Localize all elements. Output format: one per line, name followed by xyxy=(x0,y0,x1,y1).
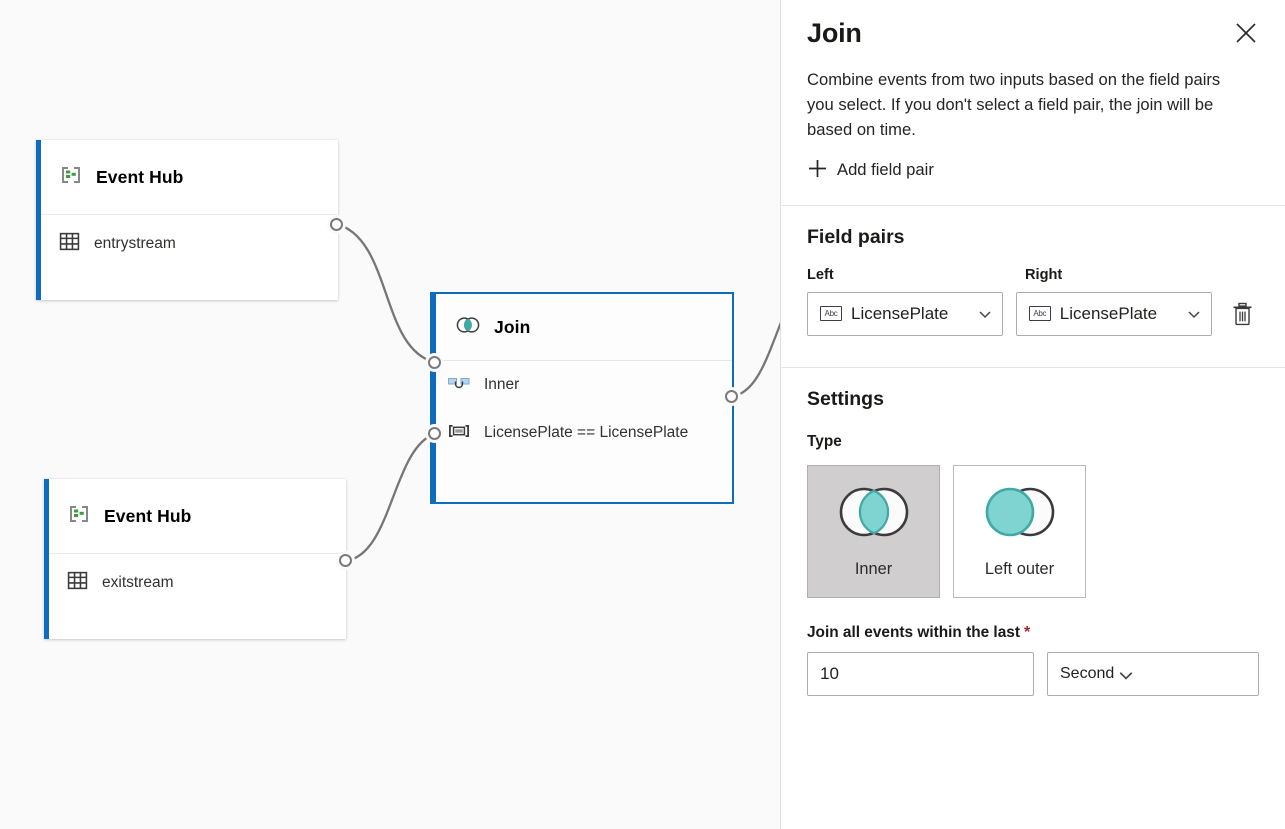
add-field-pair-label: Add field pair xyxy=(837,159,934,179)
duration-label: Join all events within the last xyxy=(807,623,1020,641)
node-row-label: exitstream xyxy=(102,574,174,591)
join-type-option-left-outer[interactable]: Left outer xyxy=(953,464,1086,598)
join-venn-icon xyxy=(455,314,481,341)
settings-title: Settings xyxy=(807,387,884,410)
port-output-entrystream[interactable] xyxy=(330,218,343,231)
node-row-label: LicensePlate == LicensePlate xyxy=(484,424,689,441)
node-row-label: entrystream xyxy=(94,235,176,252)
flow-canvas[interactable]: Event Hub entrystream xyxy=(0,0,780,829)
right-field-label: Right xyxy=(1025,266,1063,283)
venn-left-outer-icon xyxy=(981,483,1059,546)
join-type-option-inner[interactable]: Inner xyxy=(807,464,940,598)
node-divider xyxy=(49,553,345,554)
duration-unit-value: Second xyxy=(1060,664,1115,682)
chevron-down-icon xyxy=(978,307,992,321)
join-type-label: Left outer xyxy=(984,560,1055,579)
field-condition-icon xyxy=(448,423,470,444)
left-field-dropdown[interactable]: Abc LicensePlate xyxy=(807,291,1003,336)
panel-description: Combine events from two inputs based on … xyxy=(807,70,1221,140)
page-title: Join xyxy=(807,18,862,48)
node-divider xyxy=(41,214,337,215)
field-pairs-section: Field pairs Left Right Abc LicensePlate xyxy=(781,206,1285,336)
node-accent-bar xyxy=(44,479,49,639)
port-output-exitstream[interactable] xyxy=(339,554,352,567)
node-join[interactable]: Join Inner LicensePlat xyxy=(430,292,734,504)
duration-row: Second xyxy=(807,651,1259,696)
right-field-dropdown[interactable]: Abc LicensePlate xyxy=(1015,291,1212,336)
abc-string-icon: Abc xyxy=(820,306,842,322)
node-title: Event Hub xyxy=(104,505,192,526)
node-row-label: Inner xyxy=(484,376,520,393)
field-pair-row: Abc LicensePlate Abc LicensePlate xyxy=(807,291,1259,336)
node-title: Join xyxy=(494,316,531,337)
node-row-join-condition[interactable]: LicensePlate == LicensePlate xyxy=(432,409,732,457)
node-accent-bar xyxy=(36,140,41,300)
event-hub-icon xyxy=(67,502,91,531)
left-field-value: LicensePlate xyxy=(851,303,949,323)
node-row-stream[interactable]: exitstream xyxy=(44,554,346,612)
close-button[interactable] xyxy=(1225,12,1267,54)
duration-unit-dropdown[interactable]: Second xyxy=(1047,651,1259,696)
close-icon xyxy=(1236,23,1256,43)
node-row-join-type[interactable]: Inner xyxy=(432,361,732,409)
add-field-pair-button[interactable]: Add field pair xyxy=(781,143,1285,183)
panel-header: Join xyxy=(781,0,1285,49)
right-field-value: LicensePlate xyxy=(1059,303,1158,323)
chevron-down-icon xyxy=(1118,667,1133,681)
divider xyxy=(781,204,1285,206)
port-input-join-left[interactable] xyxy=(428,356,441,369)
node-divider xyxy=(432,360,732,361)
node-header: Event Hub xyxy=(44,479,346,553)
port-output-join[interactable] xyxy=(725,390,738,403)
left-field-label: Left xyxy=(807,266,834,283)
table-icon xyxy=(67,570,88,596)
edge-entrystream-to-join xyxy=(335,222,435,364)
port-input-join-right[interactable] xyxy=(428,427,441,440)
node-header: Join xyxy=(432,294,732,360)
type-label: Type xyxy=(807,432,842,450)
trash-icon xyxy=(1233,302,1252,325)
node-accent-bar xyxy=(432,294,436,502)
join-type-label: Inner xyxy=(854,560,893,579)
settings-section: Settings Type Inner xyxy=(781,368,1285,696)
edge-exitstream-to-join xyxy=(344,432,435,563)
join-type-options: Inner Left outer xyxy=(807,464,1259,598)
chevron-down-icon xyxy=(1187,307,1201,321)
table-icon xyxy=(59,231,80,257)
duration-value-input[interactable] xyxy=(807,651,1034,696)
required-marker: * xyxy=(1023,623,1031,641)
edge-join-output xyxy=(730,321,780,399)
node-row-stream[interactable]: entrystream xyxy=(36,215,338,273)
field-pairs-title: Field pairs xyxy=(807,225,905,248)
plus-icon xyxy=(807,157,835,183)
event-hub-icon xyxy=(59,163,83,192)
venn-inner-icon xyxy=(835,483,913,546)
divider xyxy=(781,366,1285,368)
node-title: Event Hub xyxy=(96,166,184,187)
abc-string-icon: Abc xyxy=(1028,306,1051,322)
delete-field-pair-button[interactable] xyxy=(1227,292,1259,336)
join-properties-panel: Join Combine events from two inputs base… xyxy=(780,0,1285,829)
inner-join-icon xyxy=(448,375,470,396)
node-header: Event Hub xyxy=(36,140,338,214)
node-event-hub-entrystream[interactable]: Event Hub entrystream xyxy=(36,140,338,300)
node-event-hub-exitstream[interactable]: Event Hub exitstream xyxy=(44,479,346,639)
